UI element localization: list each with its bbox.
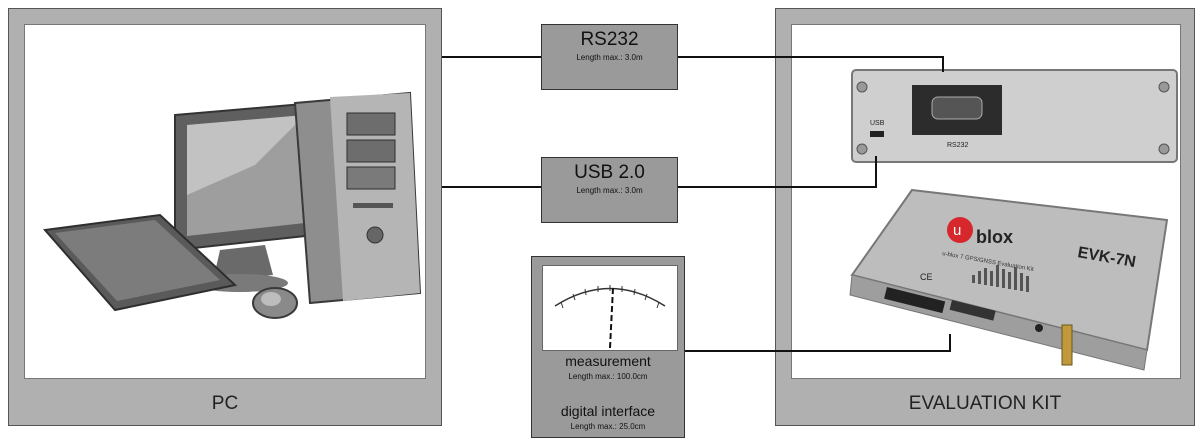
measurement-wire bbox=[685, 350, 951, 352]
usb-wire-up bbox=[875, 156, 877, 188]
usb-wire-right bbox=[678, 186, 876, 188]
usb-connection-box: USB 2.0 Length max.: 3.0m bbox=[541, 157, 678, 223]
rs232-wire-down bbox=[942, 56, 944, 72]
analog-meter-gauge bbox=[554, 285, 666, 349]
digital-interface-title: digital interface bbox=[560, 403, 656, 419]
rs232-length-label: Length max.: 3.0m bbox=[576, 53, 643, 62]
rs232-wire-left bbox=[442, 56, 542, 58]
measurement-wire-up bbox=[949, 334, 951, 352]
pc-computer-illustration bbox=[43, 91, 422, 319]
pc-label: PC bbox=[211, 393, 239, 414]
usb-length-label: Length max.: 3.0m bbox=[576, 186, 643, 195]
usb-port-label: USB bbox=[870, 120, 885, 127]
signal-bars-graphic bbox=[972, 265, 1029, 292]
usb-wire-left bbox=[442, 186, 542, 188]
brand-u-text: u bbox=[953, 222, 961, 239]
measurement-title: measurement bbox=[565, 353, 651, 369]
rs232-connection-box: RS232 Length max.: 3.0m bbox=[541, 24, 678, 90]
meter-image-area bbox=[542, 265, 678, 351]
measurement-length-label: Length max.: 100.0cm bbox=[568, 372, 648, 381]
evaluation-kit-illustration: USB RS232 u blox EVK-7N u-blox 7 GPS/GNS… bbox=[849, 69, 1178, 371]
brand-text: blox bbox=[976, 227, 1013, 247]
rs232-title: RS232 bbox=[580, 29, 639, 50]
measurement-box: measurement Length max.: 100.0cm digital… bbox=[531, 256, 685, 438]
evaluation-kit-image-area: USB RS232 u blox EVK-7N u-blox 7 GPS/GNS… bbox=[791, 24, 1181, 379]
ce-mark-text: CE bbox=[920, 272, 933, 282]
digital-interface-length-label: Length max.: 25.0cm bbox=[570, 422, 646, 431]
evaluation-kit-label: EVALUATION KIT bbox=[908, 393, 1062, 414]
rs232-wire-right bbox=[678, 56, 944, 58]
usb-title: USB 2.0 bbox=[574, 162, 645, 183]
evaluation-kit-panel: USB RS232 u blox EVK-7N u-blox 7 GPS/GNS… bbox=[775, 8, 1195, 426]
rs232-port-label: RS232 bbox=[947, 142, 969, 149]
pc-panel: PC bbox=[8, 8, 442, 426]
pc-image-area bbox=[24, 24, 426, 379]
